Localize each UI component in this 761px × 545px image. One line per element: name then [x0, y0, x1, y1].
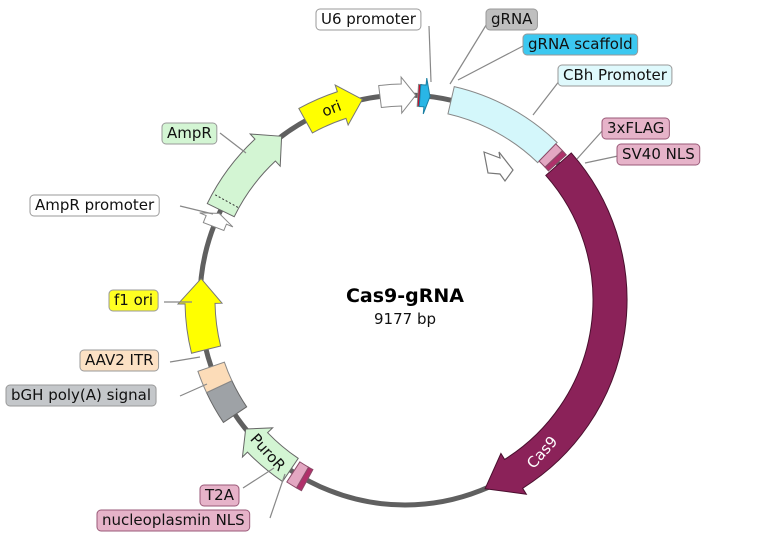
feature-u6[interactable]: [378, 75, 417, 115]
ampr-promoter-boundary: [213, 193, 239, 208]
leader-u6: [428, 25, 432, 83]
label-cbh[interactable]: CBh Promoter: [557, 64, 673, 87]
label-f1ori[interactable]: f1 ori: [108, 289, 159, 312]
label-box-npnls: [96, 509, 251, 532]
feature-ampr[interactable]: [206, 133, 283, 218]
label-box-cbh: [557, 64, 673, 87]
label-ampr[interactable]: AmpR: [161, 122, 218, 145]
leader-itr: [169, 356, 201, 363]
feature-label-ori: ori: [319, 97, 344, 121]
label-itr[interactable]: AAV2 ITR: [79, 349, 160, 372]
feature-t2a[interactable]: [286, 461, 310, 489]
feature-scaffold[interactable]: [418, 77, 431, 115]
leader-scaffold: [457, 44, 526, 81]
leader-sv40: [584, 155, 619, 164]
feature-cbh[interactable]: [447, 86, 558, 164]
label-flag[interactable]: 3xFLAG: [601, 117, 670, 140]
label-text-sv40: SV40 NLS: [622, 145, 695, 163]
feature-ampp[interactable]: [199, 212, 234, 232]
leader-bgh: [179, 383, 208, 397]
plasmid-length: 9177 bp: [374, 310, 436, 328]
label-box-u6: [315, 8, 422, 31]
label-npnls[interactable]: nucleoplasmin NLS: [96, 509, 251, 532]
label-box-ampp: [29, 194, 160, 217]
label-text-flag: 3xFLAG: [607, 119, 664, 137]
label-box-scaffold: [522, 33, 639, 56]
label-t2a[interactable]: T2A: [199, 484, 240, 507]
leader-cbh: [532, 79, 561, 116]
leader-t2a: [242, 467, 275, 489]
label-box-sv40: [616, 143, 701, 166]
label-text-cbh: CBh Promoter: [563, 66, 668, 84]
label-text-itr: AAV2 ITR: [85, 351, 154, 369]
leader-flag: [576, 129, 604, 160]
label-box-bgh: [5, 384, 157, 407]
leader-npnls: [269, 473, 286, 519]
label-text-ampr: AmpR: [167, 124, 212, 142]
label-text-u6: U6 promoter: [321, 10, 417, 28]
label-box-t2a: [199, 484, 240, 507]
label-text-grna: gRNA: [491, 10, 533, 28]
label-u6[interactable]: U6 promoter: [315, 8, 422, 31]
feature-cas9[interactable]: [484, 152, 628, 495]
label-box-ampr: [161, 122, 218, 145]
leader-ampr: [219, 132, 247, 154]
leader-ampp: [179, 205, 214, 215]
feature-sv40[interactable]: [544, 150, 567, 172]
label-box-flag: [601, 117, 670, 140]
label-grna[interactable]: gRNA: [485, 8, 538, 31]
label-ampp[interactable]: AmpR promoter: [29, 194, 160, 217]
direction-arrow-icon: [483, 151, 514, 183]
label-text-t2a: T2A: [204, 486, 235, 504]
label-text-ampp: AmpR promoter: [35, 196, 155, 214]
label-box-f1ori: [108, 289, 159, 312]
label-sv40[interactable]: SV40 NLS: [616, 143, 701, 166]
label-scaffold[interactable]: gRNA scaffold: [522, 33, 639, 56]
leader-grna: [449, 21, 489, 85]
label-bgh[interactable]: bGH poly(A) signal: [5, 384, 157, 407]
label-text-f1ori: f1 ori: [114, 291, 153, 309]
feature-ori[interactable]: [298, 84, 364, 134]
label-box-itr: [79, 349, 160, 372]
label-text-bgh: bGH poly(A) signal: [11, 386, 151, 404]
feature-f1ori[interactable]: [176, 277, 224, 354]
label-text-npnls: nucleoplasmin NLS: [102, 511, 245, 529]
label-text-scaffold: gRNA scaffold: [528, 35, 633, 53]
label-box-grna: [485, 8, 538, 31]
feature-puror[interactable]: [241, 427, 299, 483]
plasmid-name: Cas9-gRNA: [346, 285, 464, 307]
